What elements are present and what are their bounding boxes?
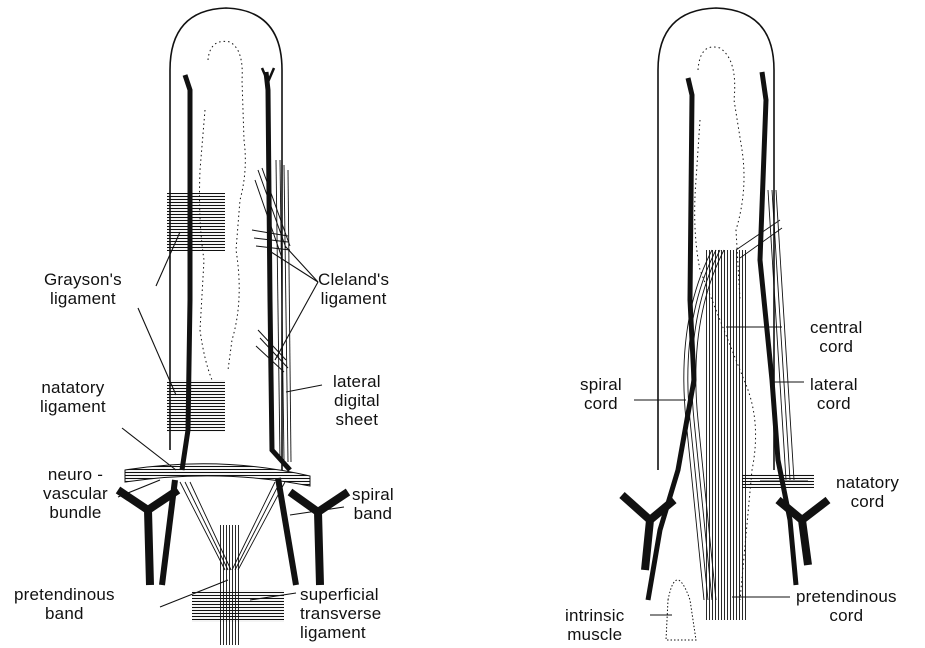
left-finger <box>118 8 348 645</box>
label-spiral-cord: spiral cord <box>580 375 622 413</box>
label-graysons-ligament: Grayson's ligament <box>44 270 122 308</box>
label-clelands-ligament: Cleland's ligament <box>318 270 389 308</box>
intrinsic-muscle <box>666 580 696 640</box>
left-digital-nerve-ulnar <box>266 72 290 470</box>
label-superficial-transverse-ligament: superficial transverse ligament <box>300 585 381 642</box>
pretendinous-band-stem <box>220 525 240 645</box>
lateral-digital-sheet-lines <box>276 160 291 462</box>
label-spiral-band: spiral band <box>352 485 394 523</box>
label-lateral-digital-sheet: lateral digital sheet <box>333 372 381 429</box>
label-pretendinous-band: pretendinous band <box>14 585 115 623</box>
right-finger <box>622 8 828 640</box>
label-neurovascular-bundle: neuro - vascular bundle <box>43 465 108 522</box>
label-natatory-cord: natatory cord <box>836 473 899 511</box>
right-digital-nerve-radial <box>648 78 694 600</box>
label-pretendinous-cord: pretendinous cord <box>796 587 897 625</box>
label-intrinsic-muscle: intrinsic muscle <box>565 606 624 644</box>
natatory-ligament-block <box>167 380 225 432</box>
label-central-cord: central cord <box>810 318 862 356</box>
label-natatory-ligament: natatory ligament <box>40 378 106 416</box>
label-lateral-cord: lateral cord <box>810 375 858 413</box>
superficial-transverse-ligament <box>192 590 284 622</box>
